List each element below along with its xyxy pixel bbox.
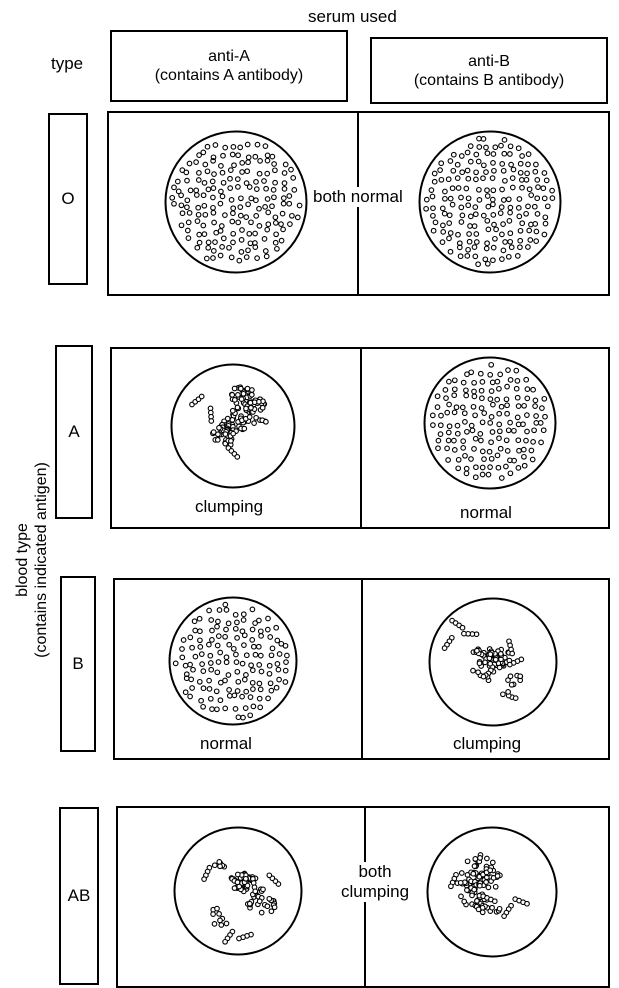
anti-b-subtitle: (contains B antibody) xyxy=(414,71,564,90)
row-a-anti-a-caption: clumping xyxy=(195,497,263,517)
row-b-anti-a-caption: normal xyxy=(200,734,252,754)
row-o-type-box: O xyxy=(48,113,88,285)
row-o-middle-label: both normal xyxy=(311,187,405,207)
row-ab-type-label: AB xyxy=(68,886,91,906)
cell-chain xyxy=(462,631,479,636)
row-ab-middle-label: both clumping xyxy=(341,862,409,902)
type-column-label: type xyxy=(51,54,83,74)
row-b-type-label: B xyxy=(72,654,83,674)
serum-used-title: serum used xyxy=(308,7,397,27)
cell-chain xyxy=(208,406,213,423)
dish-outline xyxy=(170,598,297,725)
blood-type-axis-label: blood type (contains indicated antigen) xyxy=(13,462,51,658)
anti-a-name: anti-A xyxy=(208,47,250,66)
dish-outline xyxy=(428,828,557,957)
row-o-anti-a-dish xyxy=(164,130,308,274)
anti-b-header: anti-B (contains B antibody) xyxy=(370,37,608,104)
row-b-type-box: B xyxy=(60,576,96,752)
row-b-anti-b-dish xyxy=(428,597,558,727)
row-a-type-box: A xyxy=(55,345,93,519)
row-b-divider xyxy=(361,578,363,760)
row-a-anti-b-caption: normal xyxy=(460,503,512,523)
row-ab-anti-b-dish xyxy=(426,826,558,958)
row-a-anti-a-dish xyxy=(170,363,296,489)
row-ab-anti-a-dish xyxy=(173,826,303,956)
row-b-anti-b-caption: clumping xyxy=(453,734,521,754)
row-a-type-label: A xyxy=(68,422,79,442)
row-o-anti-b-dish xyxy=(418,130,562,274)
anti-b-name: anti-B xyxy=(468,52,510,71)
dish-outline xyxy=(175,828,302,955)
row-b-anti-a-dish xyxy=(168,596,298,726)
row-a-divider xyxy=(360,347,362,529)
anti-a-header: anti-A (contains A antibody) xyxy=(110,30,348,102)
row-a-anti-b-dish xyxy=(423,356,557,490)
row-o-type-label: O xyxy=(61,189,74,209)
anti-a-subtitle: (contains A antibody) xyxy=(155,66,304,85)
row-ab-type-box: AB xyxy=(59,807,99,985)
